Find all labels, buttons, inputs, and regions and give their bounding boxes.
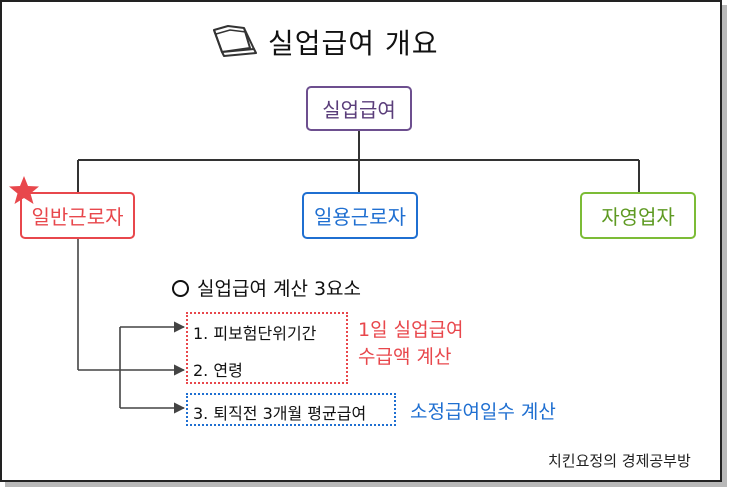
node-daily-worker: 일용근로자 <box>302 192 418 239</box>
page-title: 실업급여 개요 <box>268 27 439 60</box>
note-daily-benefit-line-1: 1일 실업급여 <box>358 319 464 341</box>
benefit-factors-box <box>186 312 348 384</box>
factor-insured-period: 1. 피보험단위기간 <box>193 324 317 343</box>
star-icon <box>9 176 39 204</box>
factor-average-wage: 3. 퇴직전 3개월 평균급여 <box>193 404 367 423</box>
factor-age: 2. 연령 <box>193 361 243 380</box>
node-general-worker: 일반근로자 <box>20 192 135 239</box>
node-self-employed: 자영업자 <box>580 192 696 239</box>
calc-factors-heading-text: 실업급여 계산 3요소 <box>197 278 362 300</box>
calc-factors-heading: 실업급여 계산 3요소 <box>172 274 361 301</box>
note-daily-benefit: 1일 실업급여 수급액 계산 <box>358 317 464 371</box>
book-icon <box>213 25 257 57</box>
note-benefit-days: 소정급여일수 계산 <box>410 401 556 423</box>
circle-bullet-icon <box>172 280 189 297</box>
credit-text: 치킨요정의 경제공부방 <box>548 452 691 470</box>
note-daily-benefit-line-2: 수급액 계산 <box>358 346 452 368</box>
days-factor-box <box>186 393 396 426</box>
node-unemployment-benefit: 실업급여 <box>306 86 412 131</box>
